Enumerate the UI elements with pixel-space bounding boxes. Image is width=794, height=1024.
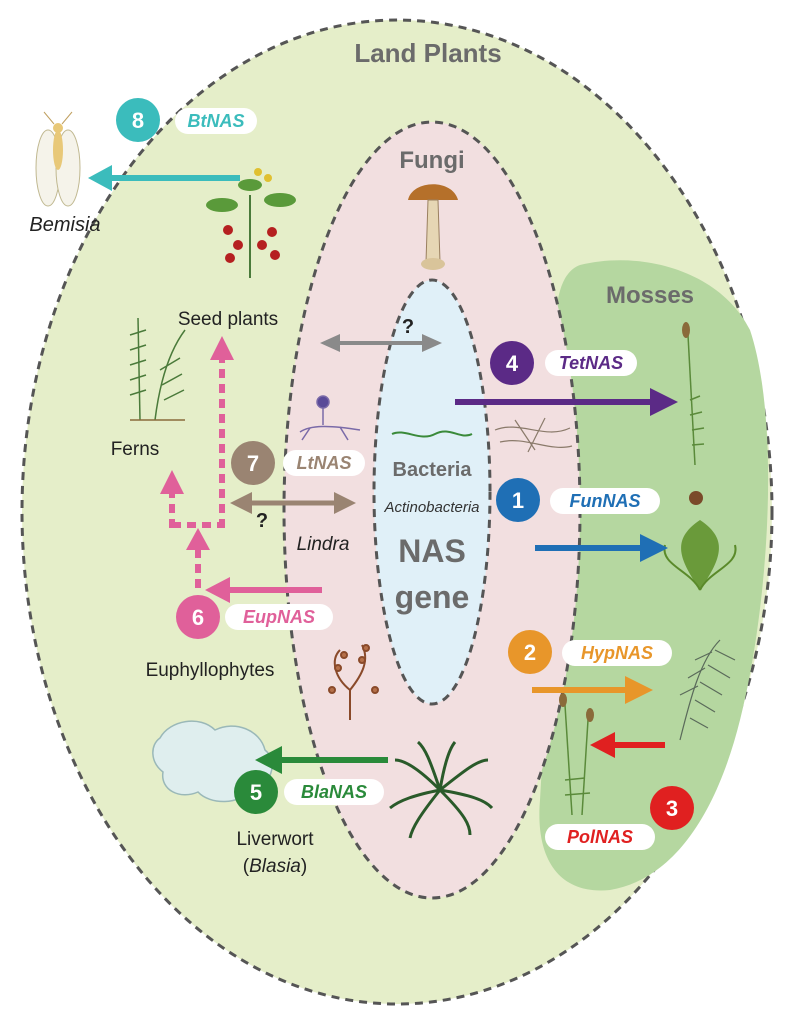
transfer-number-label: 1 [512,488,524,513]
lindra-label: Lindra [297,534,350,555]
transfer-number-label: 6 [192,605,204,630]
transfer-number-circle [176,595,220,639]
transfer-number-circle [116,98,160,142]
fungi-title: Fungi [399,147,464,174]
transfer-name-label: LtNAS [297,453,352,473]
bemisia-illustration [35,111,81,207]
tetraphis-moss-illustration [682,322,705,466]
arrow-blanas [255,746,388,774]
transfer-number-label: 4 [506,351,519,376]
lindra-illustration [299,395,361,441]
transfer-name-pill [225,604,333,630]
transfer-number-label: 7 [247,451,259,476]
transfer-number-circle [231,441,275,485]
transfer-name-label: TetNAS [559,353,623,373]
actinobacteria-illustration [391,430,473,438]
question-mark-lindra: ? [256,510,268,532]
blasia-label-line: (Blasia) [243,856,307,877]
transfer-number-circle [234,770,278,814]
seed-plant-illustration [206,168,296,278]
arrow-funnas [535,534,668,562]
transfer-number-circle [650,786,694,830]
funaria-moss-illustration [663,491,737,591]
transfer-badge-tetnas: TetNAS 4 [490,341,637,385]
bacteria-region [372,278,492,706]
arrow-seed-plants-fungi-uncertain [320,334,442,352]
dashed-arrowhead-seed-plants [210,336,234,360]
transfer-badge-blanas: BlaNAS 5 [234,770,384,814]
transfer-number-circle [496,478,540,522]
transfer-name-pill [283,450,365,476]
mushroom-illustration [408,184,458,270]
blasia-cyanobacteria-illustration [389,740,494,839]
alga-illustration [328,644,379,720]
transfer-badge-btnas: BtNAS 8 [116,98,257,142]
question-mark-top: ? [402,316,414,338]
transfer-number-label: 8 [132,108,144,133]
arrow-ltnas [230,492,356,514]
transfer-number-label: 3 [666,796,678,821]
bacteria-title: Bacteria [393,459,473,481]
ferns-label: Ferns [111,439,160,460]
transfer-number-circle [508,630,552,674]
seed-plants-label: Seed plants [178,309,278,330]
transfer-name-pill [175,108,257,134]
transfer-name-pill [550,488,660,514]
transfer-badge-hypnas: HypNAS 2 [508,630,672,674]
transfer-badge-ltnas: LtNAS 7 [231,441,365,485]
actinobacteria-label: Actinobacteria [383,499,479,516]
arrow-polnas [590,732,665,758]
dashed-arrowhead-shared [186,528,210,550]
transfer-badge-polnas: PolNAS 3 [545,786,694,850]
transfer-name-label: BlaNAS [301,782,367,802]
transfer-number-label: 2 [524,640,536,665]
transfer-name-pill [545,350,637,376]
arrow-btnas [88,165,240,191]
bemisia-label: Bemisia [29,214,100,236]
nas-title-line1: NAS [398,533,466,569]
hypnum-moss-illustration [679,639,736,741]
liverwort-label: Liverwort [236,829,314,850]
transfer-name-pill [562,640,672,666]
dashed-arrowhead-ferns [160,470,184,494]
euphyllophytes-label: Euphyllophytes [146,660,275,681]
transfer-name-label: FunNAS [570,491,641,511]
transfer-badge-funnas: FunNAS 1 [496,478,660,522]
arrow-tetnas [455,388,678,416]
nas-title-line2: gene [395,579,470,615]
hyphae-illustration [494,417,573,453]
transfer-badge-eupnas: EupNAS 6 [176,595,333,639]
transfer-name-label: EupNAS [243,607,315,627]
transfer-name-pill [545,824,655,850]
transfer-number-label: 5 [250,780,262,805]
arrow-hypnas [532,676,653,704]
transfer-name-label: HypNAS [581,643,653,663]
mosses-region [539,260,769,891]
transfer-name-pill [284,779,384,805]
transfer-number-circle [490,341,534,385]
arrow-eupnas [205,577,322,603]
euphyllophyte-dashed-tree [169,358,225,588]
transfer-name-label: PolNAS [567,827,633,847]
fern-illustration [129,317,186,421]
land-plants-title: Land Plants [354,38,501,68]
mosses-title: Mosses [606,282,694,309]
polytrichum-moss-illustration [559,693,594,816]
transfer-name-label: BtNAS [188,111,245,131]
